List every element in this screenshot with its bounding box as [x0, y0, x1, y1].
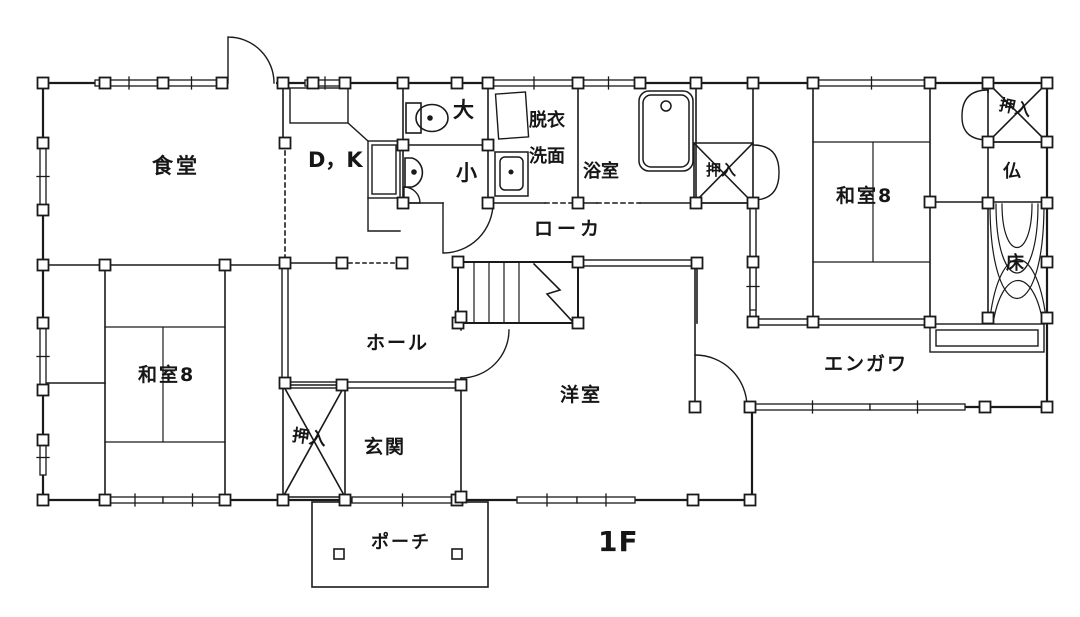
room-label-dining: 食堂: [152, 154, 200, 178]
room-label-closet-bottom: 押入: [290, 425, 328, 451]
door-swing-icon: [227, 36, 989, 408]
room-label-engawa: エンガワ: [824, 353, 909, 375]
room-label-washitsu-left: 和室8: [138, 364, 196, 386]
stairs-icon: [457, 261, 579, 324]
room-label-wc-large: 大: [453, 98, 474, 122]
urinal-icon: [404, 157, 424, 188]
room-label-hall: ホール: [366, 332, 430, 354]
room-label-western-room: 洋室: [560, 384, 603, 406]
room-label-entrance: 玄関: [364, 436, 407, 458]
bathtub-icon: [638, 90, 694, 172]
room-label-corridor: ローカ: [534, 218, 604, 240]
engawa-step: [929, 323, 1045, 353]
room-label-butsuma: 仏: [1003, 161, 1021, 182]
wood-grain-icon: [989, 203, 1047, 319]
washing-machine-icon: [494, 91, 530, 140]
room-label-washstand: 洗面: [529, 146, 565, 167]
toilet-icon: [405, 102, 449, 134]
room-label-wc-small: 小: [456, 161, 477, 185]
floor-label: 1F: [598, 525, 639, 558]
room-label-washitsu-right: 和室8: [836, 185, 894, 207]
wall-posts: [36, 76, 1054, 507]
room-label-bath: 浴室: [583, 161, 619, 182]
hand-basin-icon: [403, 186, 421, 204]
tatami-lines: [104, 141, 931, 443]
room-label-porch: ポーチ: [371, 532, 431, 553]
room-label-closet-mid: 押入: [706, 161, 737, 179]
washbasin-icon: [494, 151, 529, 197]
room-label-dressing: 脱衣: [529, 110, 565, 131]
room-label-tokonoma: 床: [1006, 253, 1024, 274]
room-label-dk: D，K: [308, 148, 363, 172]
